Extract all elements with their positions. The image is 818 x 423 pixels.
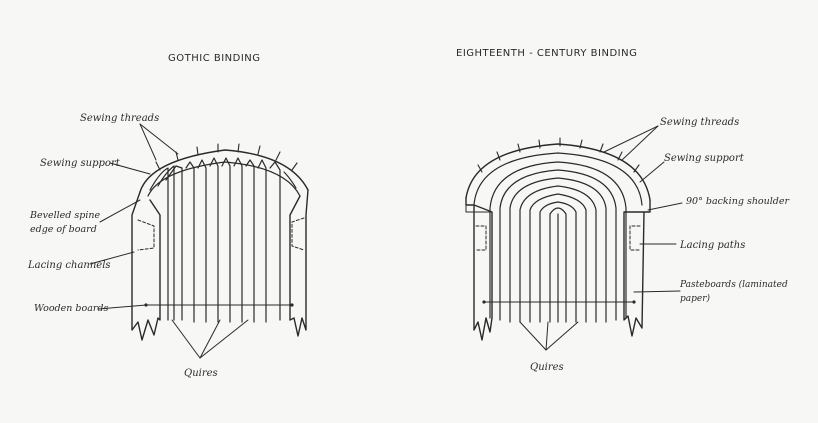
c18-quires: [474, 153, 642, 322]
gothic-binding-title: GOTHIC BINDING: [168, 53, 261, 64]
eighteenth-century-title: EIGHTEENTH - CENTURY BINDING: [456, 48, 637, 59]
gothic-board-dot-right: [290, 303, 293, 306]
gothic-label-sewing-support: Sewing support: [40, 158, 121, 169]
c18-label-sewing-threads: Sewing threads: [660, 117, 739, 128]
gothic-binding-diagram: GOTHIC BINDING: [27, 53, 308, 379]
gothic-label-wooden-boards: Wooden boards: [34, 303, 108, 314]
c18-label-sewing-support: Sewing support: [664, 153, 745, 164]
c18-thread-ticks: [478, 138, 639, 172]
c18-label-pasteboards-2: paper): [680, 293, 711, 304]
gothic-label-bevelled-1: Bevelled spine: [29, 210, 101, 221]
gothic-inner-curve: [148, 162, 300, 196]
c18-left-lacing-path: [476, 226, 486, 250]
c18-label-lacing-paths: Lacing paths: [679, 240, 745, 251]
c18-right-board: [624, 200, 650, 336]
c18-leaders: [520, 126, 682, 350]
gothic-quires: [150, 158, 296, 322]
c18-left-board: [466, 198, 492, 340]
c18-label-backing-shoulder: 90° backing shoulder: [686, 196, 791, 207]
c18-label-quires: Quires: [530, 362, 564, 373]
gothic-label-quires: Quires: [184, 368, 218, 379]
gothic-right-lacing-channel: [292, 218, 304, 250]
gothic-left-board: [132, 192, 160, 340]
gothic-label-lacing-channels: Lacing channels: [27, 260, 111, 271]
gothic-label-bevelled-2: edge of board: [30, 224, 97, 235]
gothic-label-sewing-threads: Sewing threads: [80, 113, 159, 124]
eighteenth-century-binding-diagram: EIGHTEENTH - CENTURY BINDING: [456, 48, 791, 373]
c18-label-pasteboards-1: Pasteboards (laminated: [679, 279, 788, 290]
gothic-left-lacing-channel: [138, 220, 154, 250]
c18-board-dot-right: [632, 300, 635, 303]
gothic-sewing-support: [140, 150, 308, 192]
c18-board-dot-left: [482, 300, 485, 303]
gothic-right-board: [290, 190, 308, 336]
c18-right-lacing-path: [630, 226, 640, 250]
